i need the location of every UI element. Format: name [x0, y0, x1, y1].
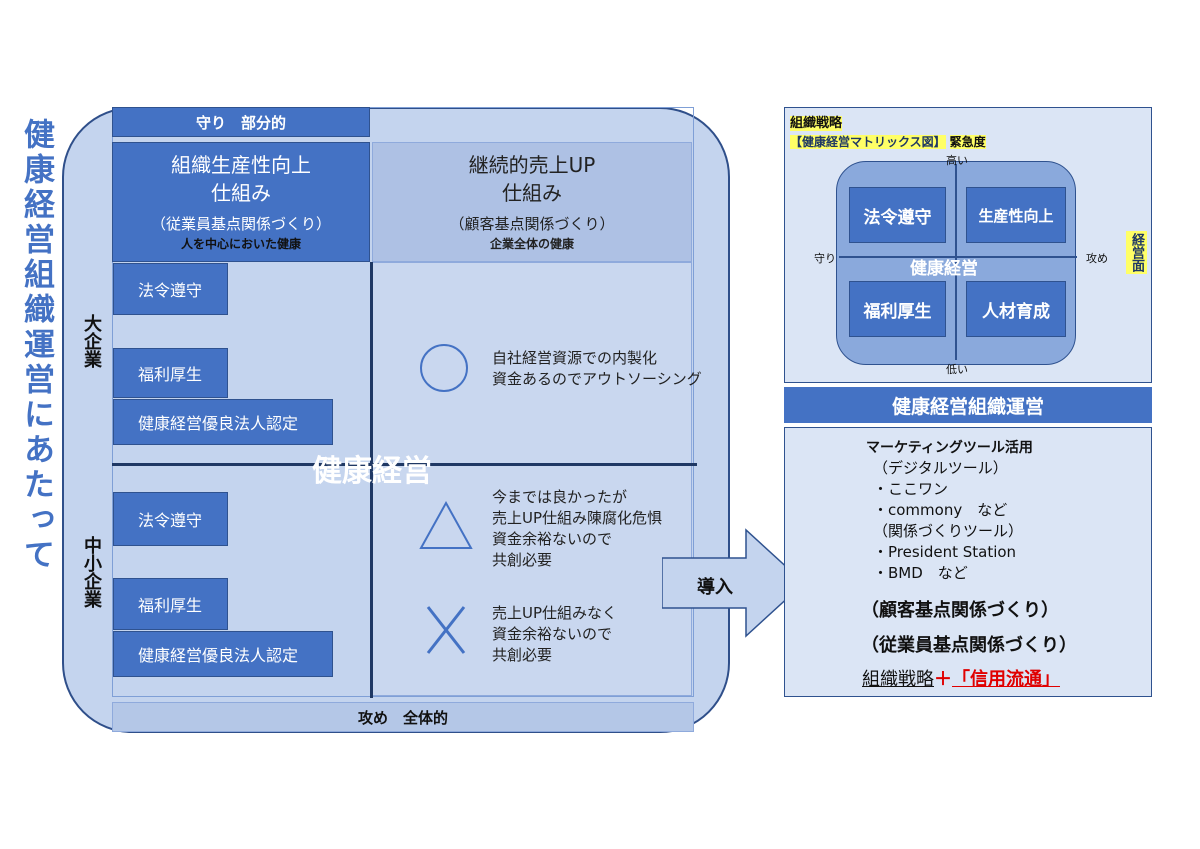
- strategy-line: 組織戦略＋「信用流通」: [862, 665, 1060, 691]
- large-item-welfare: 福利厚生: [113, 348, 228, 398]
- vertical-divider: [370, 262, 373, 698]
- customer-relationship: （顧客基点関係づくり）: [861, 600, 1059, 621]
- header-sales: 継続的売上UP 仕組み （顧客基点関係づくり） 企業全体の健康: [372, 142, 692, 262]
- header-sales-note: 企業全体の健康: [489, 237, 574, 251]
- matrix-cell-compliance: 法令遵守: [849, 187, 946, 243]
- plus-sign: ＋: [934, 669, 952, 690]
- header-sales-sub: （顧客基点関係づくり）: [449, 215, 615, 233]
- axis-low: 低い: [946, 363, 968, 376]
- status-x-text: 売上UP仕組みなく 資金余裕ないので 共創必要: [492, 604, 618, 664]
- horizontal-divider: [112, 463, 697, 466]
- triangle-icon: [419, 500, 473, 549]
- center-word-kenko-keiei: 健康経営: [312, 454, 432, 489]
- status-panel: [372, 262, 692, 696]
- large-item-certification: 健康経営優良法人認定: [113, 399, 333, 445]
- tools-line: （関係づくりツール）: [873, 522, 1024, 540]
- matrix-label-title: 【健康経営マトリックス図】緊急度: [790, 135, 986, 149]
- matrix-cell-productivity: 生産性向上: [966, 187, 1066, 243]
- axis-high: 高い: [946, 154, 968, 167]
- matrix-label-strategy: 組織戦略: [790, 116, 843, 131]
- tools-list: （デジタルツール） ・ここワン ・commony など （関係づくりツール） ・…: [873, 458, 1023, 584]
- status-triangle-text: 今までは良かったが 売上UP仕組み陳腐化危惧 資金余裕ないので 共創必要: [492, 488, 663, 569]
- matrix-cell-talent: 人材育成: [966, 281, 1066, 337]
- sme-item-certification: 健康経営優良法人認定: [113, 631, 333, 677]
- tools-line: ・BMD など: [873, 564, 968, 582]
- credit-circulation: 「信用流通」: [952, 669, 1060, 690]
- strategy-word: 組織戦略: [862, 669, 934, 690]
- matrix-grid: [112, 107, 694, 697]
- tools-line: ・President Station: [873, 543, 1017, 561]
- header-productivity-sub: （従業員基点関係づくり）: [150, 215, 331, 233]
- page-title: 健康経営組織運営にあたって: [18, 118, 54, 573]
- header-productivity-note: 人を中心においた健康: [180, 237, 301, 251]
- sme-item-welfare: 福利厚生: [113, 578, 228, 630]
- banner-organization: 健康経営組織運営: [784, 387, 1152, 423]
- arrow-label: 導入: [697, 577, 733, 598]
- large-item-compliance: 法令遵守: [113, 263, 228, 315]
- sme-item-compliance: 法令遵守: [113, 492, 228, 546]
- header-productivity-title: 組織生産性向上 仕組み: [171, 153, 311, 205]
- vertical-axis: [955, 164, 957, 360]
- top-bar-defense: 守り 部分的: [112, 107, 370, 137]
- employee-relationship: （従業員基点関係づくり）: [861, 635, 1077, 656]
- matrix-cell-welfare: 福利厚生: [849, 281, 946, 337]
- large-company-label: 大企業: [81, 314, 102, 368]
- header-productivity: 組織生産性向上 仕組み （従業員基点関係づくり） 人を中心においた健康: [112, 142, 370, 262]
- matrix-center-word: 健康経営: [910, 259, 978, 279]
- arrow-right-icon: [662, 528, 806, 638]
- tools-line: （デジタルツール）: [873, 459, 1008, 477]
- axis-defense: 守り: [814, 252, 836, 265]
- bottom-bar-offense: 攻め 全体的: [112, 702, 694, 732]
- axis-management: 経営面: [1126, 231, 1147, 274]
- tools-panel: [784, 427, 1152, 697]
- axis-offense: 攻め: [1086, 252, 1108, 265]
- x-mark-icon: [426, 606, 466, 654]
- status-circle-text: 自社経営資源での内製化 資金あるのでアウトソーシング: [492, 349, 702, 388]
- horizontal-axis: [839, 256, 1077, 258]
- sme-label: 中小企業: [81, 536, 102, 608]
- tools-heading: マーケティングツール活用: [866, 440, 1033, 456]
- tools-line: ・ここワン: [873, 480, 949, 498]
- tools-line: ・commony など: [873, 501, 1008, 519]
- circle-icon: [420, 344, 468, 392]
- header-sales-title: 継続的売上UP 仕組み: [468, 153, 596, 205]
